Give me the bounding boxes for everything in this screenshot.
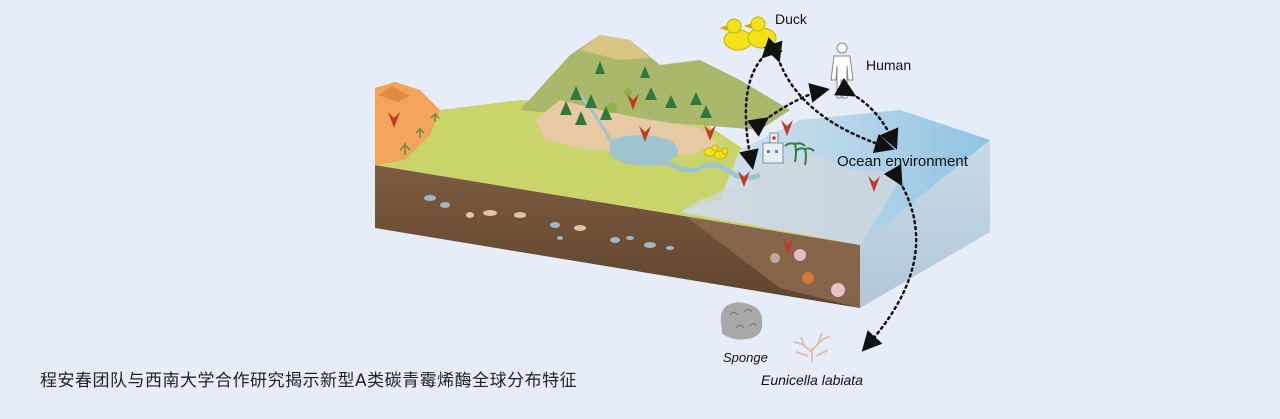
transmission-arrows — [739, 37, 918, 352]
land-surface — [375, 82, 860, 245]
reef — [770, 249, 845, 297]
ocean-label: Ocean environment — [837, 153, 968, 170]
soil-layer — [375, 165, 860, 308]
desert-slope — [375, 82, 440, 165]
coral-label: Eunicella labiata — [761, 372, 863, 388]
shoreline — [680, 156, 900, 245]
human-label: Human — [866, 57, 912, 73]
soil-pebbles — [424, 195, 674, 250]
coral-icon — [793, 332, 831, 362]
figure-caption: 程安春团队与西南大学合作研究揭示新型A类碳青霉烯酶全球分布特征 — [40, 371, 578, 391]
human-icon — [830, 42, 854, 99]
duck-icon — [719, 16, 777, 51]
tree-icon — [560, 61, 712, 125]
sponge-label: Sponge — [723, 350, 768, 365]
sponge-icon — [720, 302, 763, 340]
lake — [610, 135, 678, 166]
seafloor-slope — [680, 212, 860, 308]
shrub-icon — [399, 112, 440, 155]
duck-label: Duck — [775, 11, 807, 27]
duck-icon-small — [703, 144, 729, 160]
